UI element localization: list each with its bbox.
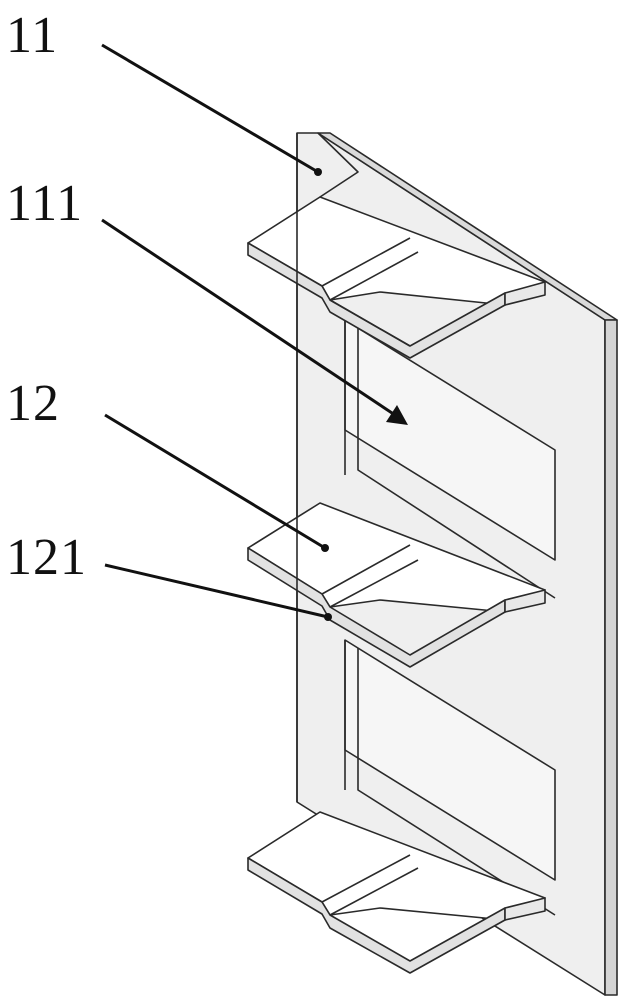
leader-11-dot — [314, 168, 322, 176]
plate-side-edge — [605, 320, 617, 995]
leader-11 — [102, 45, 318, 172]
label-12: 12 — [6, 378, 60, 430]
label-11: 11 — [6, 10, 58, 62]
leader-12-dot — [321, 544, 329, 552]
label-111: 111 — [6, 178, 83, 230]
leader-12 — [105, 415, 325, 548]
label-121: 121 — [6, 532, 87, 584]
leader-121-dot — [324, 613, 332, 621]
